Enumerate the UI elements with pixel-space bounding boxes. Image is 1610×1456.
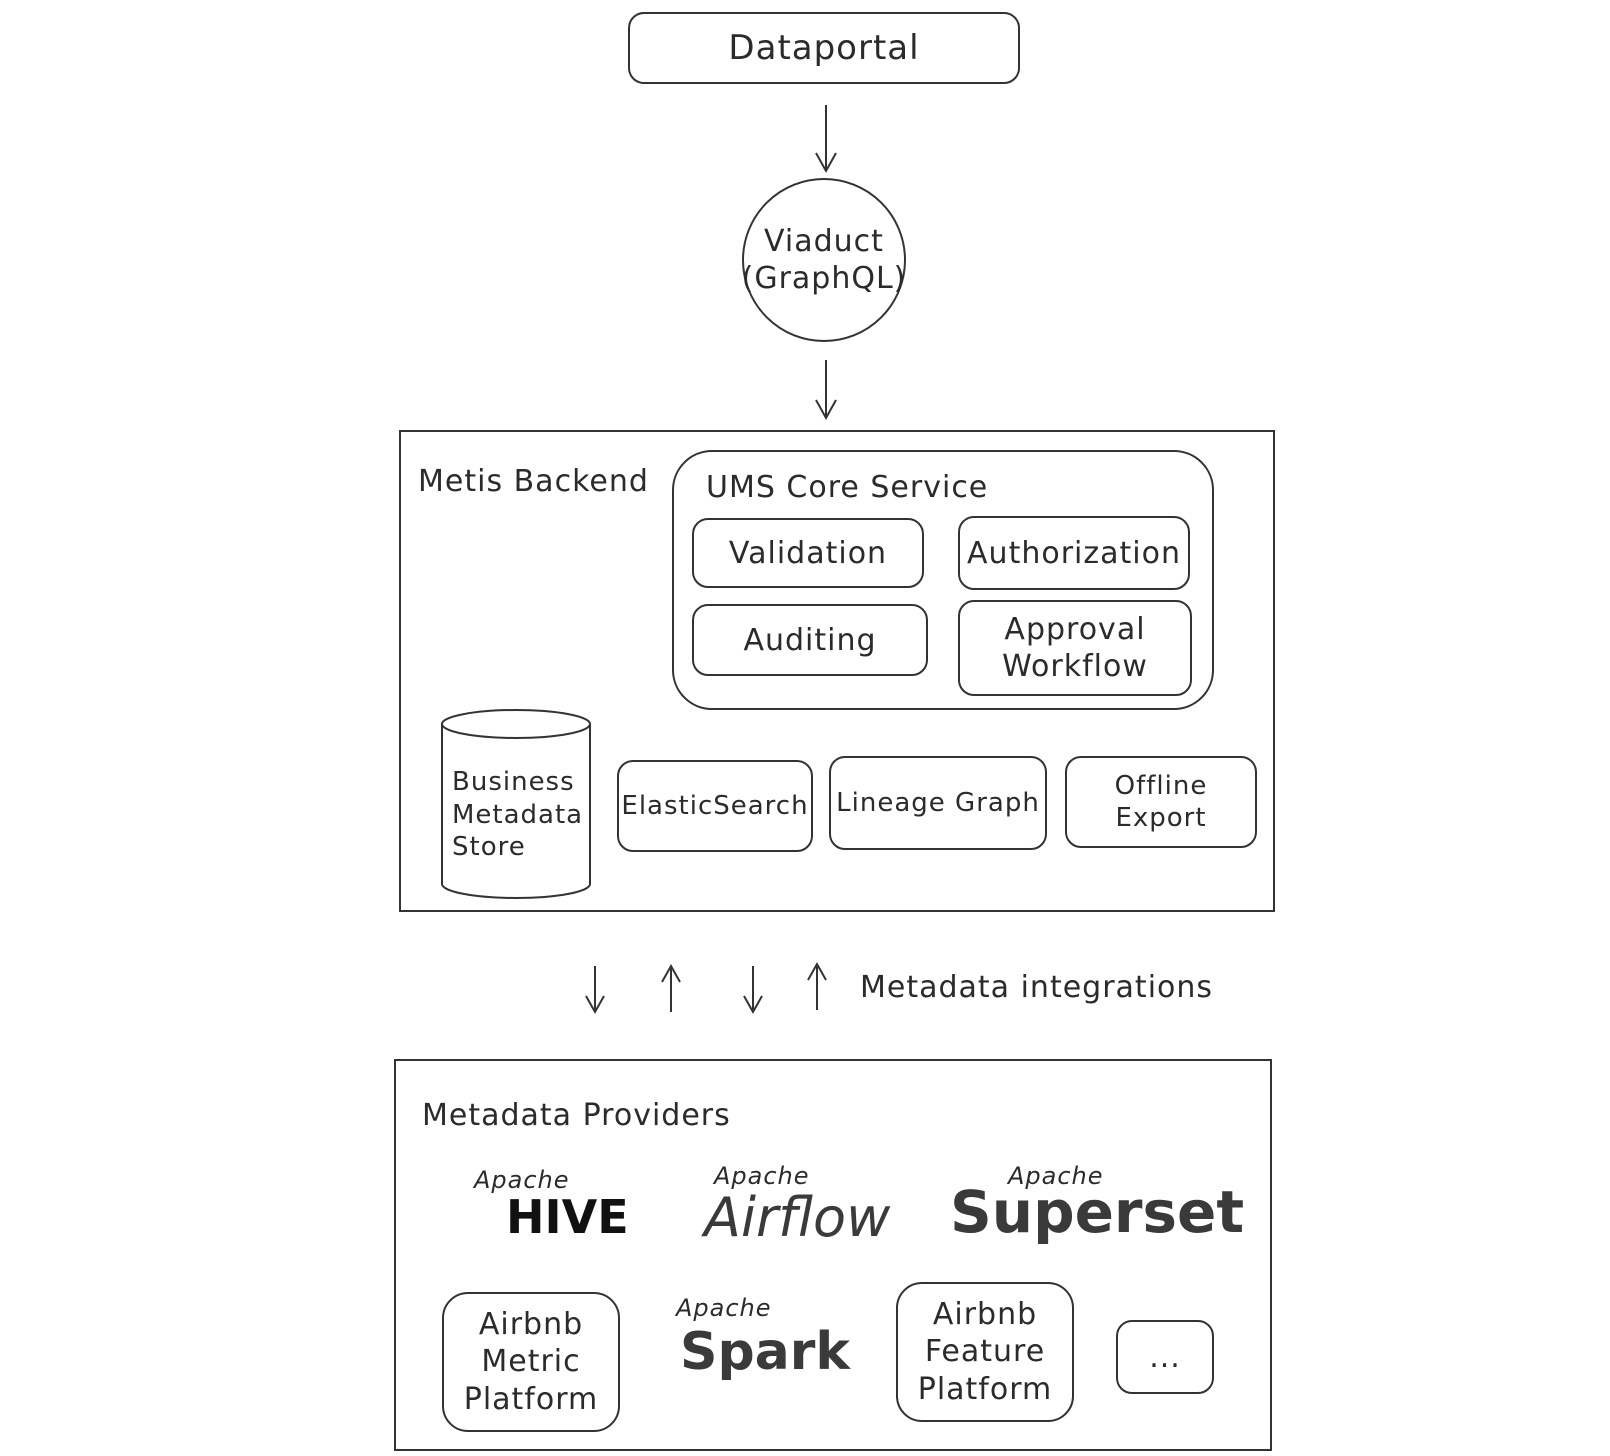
metadata-integrations-label: Metadata integrations xyxy=(860,970,1214,1005)
approval-workflow-label: Approval Workflow xyxy=(1002,611,1148,685)
airbnb-feature-platform-label: Airbnb Feature Platform xyxy=(917,1296,1053,1407)
authorization-box: Authorization xyxy=(958,516,1190,590)
airbnb-metric-platform-label: Airbnb Metric Platform xyxy=(463,1306,599,1417)
auditing-box: Auditing xyxy=(692,604,928,676)
spark-prefix: Apache xyxy=(676,1294,772,1322)
elasticsearch-box: ElasticSearch xyxy=(617,760,813,852)
business-metadata-store-cylinder xyxy=(441,709,591,899)
offline-export-box: Offline Export xyxy=(1065,756,1257,848)
metis-backend-title: Metis Backend xyxy=(418,464,649,499)
spark-logo-text: Spark xyxy=(680,1322,850,1382)
authorization-label: Authorization xyxy=(967,535,1181,571)
dataportal-label: Dataportal xyxy=(728,28,920,68)
more-providers-label: ... xyxy=(1149,1339,1181,1375)
hive-logo-text: HIVE xyxy=(506,1190,629,1244)
arrow-viaduct-to-metis xyxy=(815,360,837,421)
business-metadata-store-label: Business Metadata Store xyxy=(452,767,584,862)
ums-core-service-container xyxy=(672,450,1214,710)
metis-backend-container xyxy=(399,430,1275,912)
lineage-graph-box: Lineage Graph xyxy=(829,756,1047,850)
lineage-graph-label: Lineage Graph xyxy=(836,788,1040,818)
dataportal-box: Dataportal xyxy=(628,12,1020,84)
hive-prefix: Apache xyxy=(474,1166,570,1194)
arrow-integration-down-2 xyxy=(743,966,763,1015)
metadata-providers-title: Metadata Providers xyxy=(422,1098,731,1133)
airflow-logo-text: Airflow xyxy=(704,1186,891,1249)
arrow-integration-up-1 xyxy=(661,963,681,1012)
ums-core-service-title: UMS Core Service xyxy=(706,470,989,505)
airflow-prefix: Apache xyxy=(714,1162,810,1190)
arrow-integration-down-1 xyxy=(585,966,605,1015)
more-providers-box: ... xyxy=(1116,1320,1214,1394)
airbnb-feature-platform-box: Airbnb Feature Platform xyxy=(896,1282,1074,1422)
offline-export-label: Offline Export xyxy=(1114,770,1208,834)
arrow-integration-up-2 xyxy=(807,961,827,1010)
validation-label: Validation xyxy=(728,535,888,571)
auditing-label: Auditing xyxy=(743,622,877,658)
metadata-providers-container xyxy=(394,1059,1272,1451)
superset-prefix: Apache xyxy=(1008,1162,1104,1190)
viaduct-label: Viaduct (GraphQL) xyxy=(741,223,907,297)
approval-workflow-box: Approval Workflow xyxy=(958,600,1192,696)
airbnb-metric-platform-box: Airbnb Metric Platform xyxy=(442,1292,620,1432)
viaduct-node: Viaduct (GraphQL) xyxy=(742,178,906,342)
superset-logo-text: Superset xyxy=(950,1178,1245,1246)
validation-box: Validation xyxy=(692,518,924,588)
elasticsearch-label: ElasticSearch xyxy=(621,791,809,821)
arrow-dataportal-to-viaduct xyxy=(815,105,837,174)
